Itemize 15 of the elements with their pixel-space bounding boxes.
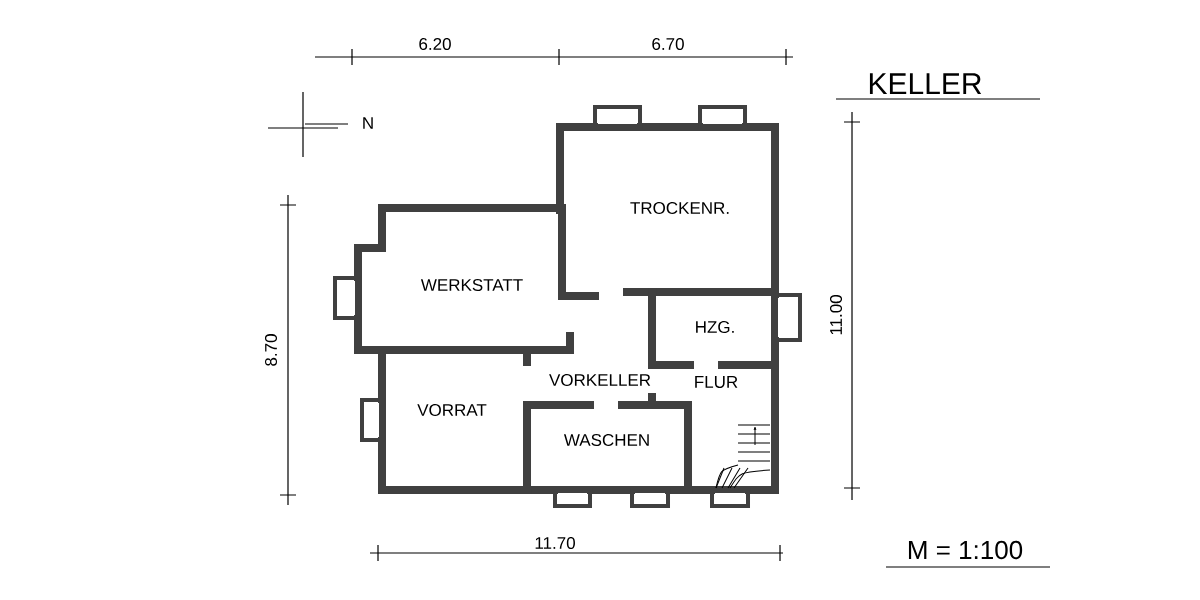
scale-label: M = 1:100 [908,540,1023,560]
dimension-label: 8.70 [265,334,278,366]
dimension-label: 11.00 [830,295,843,335]
room-label: WASCHEN [563,434,649,447]
room-label: HZG. [696,321,734,334]
dimension-label: 11.70 [535,537,575,550]
room-label: WERKSTATT [420,279,523,292]
room-label: FLUR [695,376,738,388]
room-label: VORRAT [417,404,487,417]
compass-label: N [363,117,373,129]
room-label: VORKELLER [549,374,651,387]
dimension-label: 6.70 [652,38,684,51]
title: KELLER [869,73,982,94]
dimension-label: 6.20 [419,38,451,51]
room-label: TROCKENR. [630,202,729,215]
